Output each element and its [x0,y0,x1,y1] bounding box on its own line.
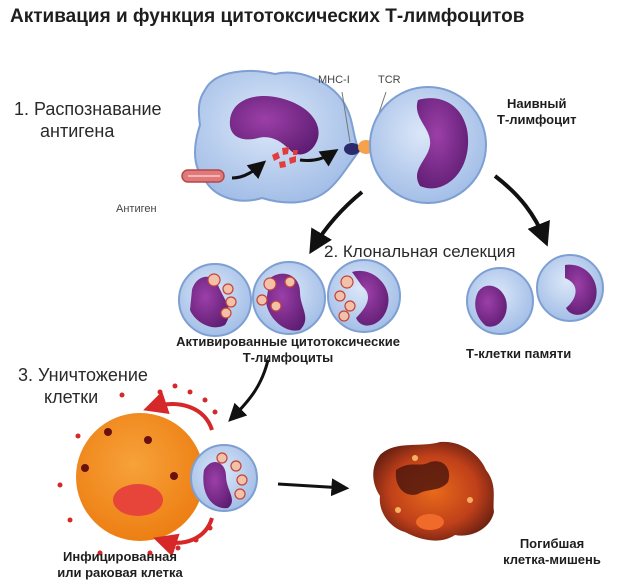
dying-target-cell [373,441,494,541]
arrow-to-memory [493,174,550,247]
step-2-label: 2. Клональная селекция [324,242,516,261]
step-1-label: 1. Распознавание антигена [14,98,162,142]
activated-t-cell-3 [327,259,401,333]
step-3-line-1: 3. Уничтожение [18,365,148,385]
activated-t-cell-1 [178,263,252,337]
tcr-label: TCR [378,74,401,86]
infected-line-1: Инфицированная [63,549,177,564]
infected-line-2: или раковая клетка [57,565,183,580]
naive-line-2: Т-лимфоцит [497,112,577,127]
red-arrow-top [143,391,214,431]
released-granules [57,383,218,556]
activated-line-1: Активированные цитотоксические [176,334,400,349]
antigen-fragments [272,147,298,168]
arrow-to-killing [228,359,270,422]
naive-line-1: Наивный [506,96,567,111]
infected-cell [76,413,204,541]
step-1-line-2: антигена [40,121,115,141]
step-3-line-2: клетки [44,387,99,407]
antigen-label: Антиген [116,203,157,215]
antigen-capsule [181,169,225,183]
mhc-label: MHC-I [318,74,350,86]
activated-line-2: Т-лимфоциты [242,350,334,365]
dying-line-1: Погибшая [519,536,585,551]
activated-t-cell-2 [252,261,326,335]
red-arrow-bottom [153,517,214,557]
naive-t-lymphocyte [369,86,487,204]
memory-t-cell-1 [466,267,534,335]
arrow-to-activated [309,190,364,255]
memory-t-cell-2 [536,254,604,322]
attacking-t-cell [190,444,258,512]
naive-t-cell-label: Наивный Т-лимфоцит [497,96,576,128]
antigen-presenting-cell [194,70,362,204]
activated-t-cells-label: Активированные цитотоксические Т-лимфоци… [148,334,428,366]
step-1-line-1: 1. Распознавание [14,99,162,119]
page-title: Активация и функция цитотоксических Т-ли… [10,6,525,27]
infected-cell-label: Инфицированная или раковая клетка [30,549,210,581]
step-3-label: 3. Уничтожение клетки [18,364,148,408]
dying-line-2: клетка-мишень [503,552,601,567]
arrow-to-dying [277,478,350,497]
memory-t-cells-label: Т-клетки памяти [466,346,572,361]
dying-cell-label: Погибшая клетка-мишень [492,536,612,568]
